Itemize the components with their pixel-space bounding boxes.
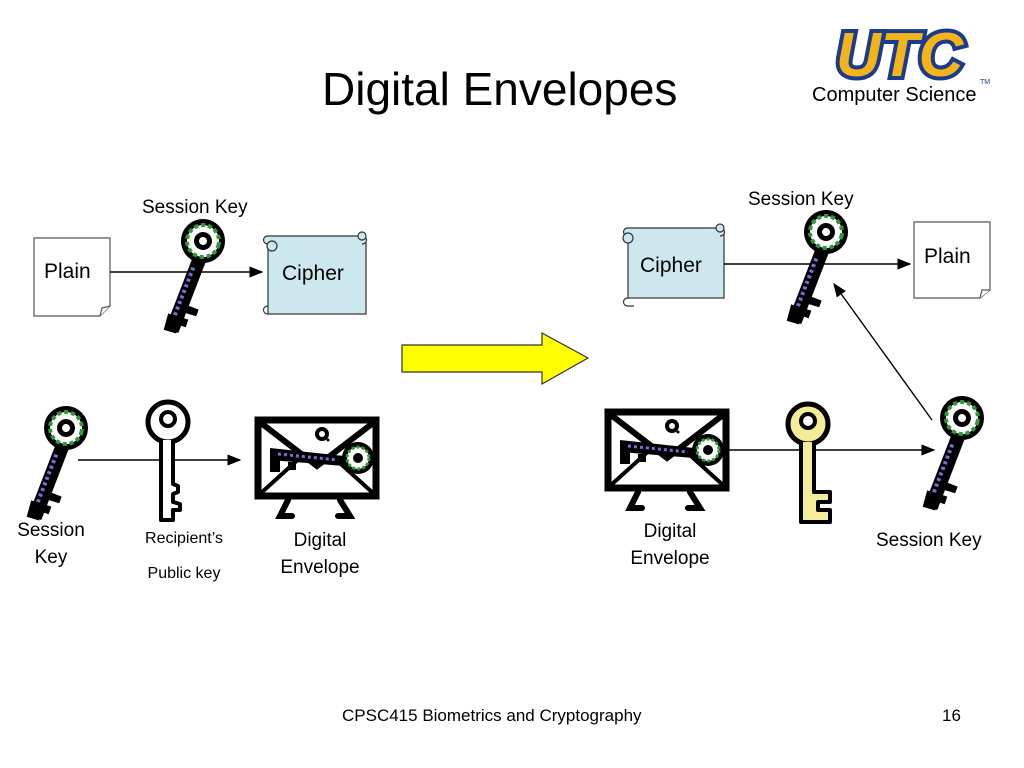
right-envelope-label-line2: Envelope (630, 548, 710, 569)
left-cipher-scroll (262, 231, 368, 315)
right-recover-arrow (833, 282, 933, 421)
logo-subtitle: Computer Science (812, 84, 977, 106)
left-session-key-label-line2: Key (34, 547, 68, 568)
slide-title: Digital Envelopes (322, 63, 678, 115)
right-plain-document (913, 221, 991, 299)
right-cipher-scroll (622, 223, 726, 307)
right-cipher-label: Cipher (640, 254, 702, 277)
right-top-session-key-label: Session Key (748, 189, 854, 210)
public-key-label-line2: Public key (147, 565, 221, 582)
footer-course: CPSC415 Biometrics and Cryptography (342, 706, 642, 725)
left-top-session-key-label: Session Key (142, 197, 248, 218)
process-arrow (401, 331, 590, 386)
left-cipher-label: Cipher (282, 262, 344, 285)
left-top-session-key-icon (159, 212, 232, 342)
public-key-label-line1: Recipient’s (145, 530, 223, 547)
right-envelope-label-line1: Digital (643, 521, 697, 542)
right-bottom-session-key-label: Session Key (876, 530, 982, 551)
left-envelope-label-line1: Digital (293, 530, 347, 551)
utc-logo-outline: UTC (836, 21, 965, 90)
right-top-session-key-icon (782, 203, 855, 333)
right-digital-envelope-icon (608, 412, 726, 508)
utc-logo: UTC UTC TM (832, 17, 990, 94)
left-session-key-label-line1: Session (17, 520, 85, 541)
left-digital-envelope-icon (258, 420, 376, 516)
recipient-public-key-icon (148, 402, 188, 520)
svg-text:TM: TM (980, 79, 990, 86)
left-plain-document (33, 237, 111, 317)
right-plain-label: Plain (924, 245, 971, 268)
recipient-private-key-icon (788, 404, 830, 522)
left-envelope-label-line2: Envelope (280, 557, 360, 578)
footer-page-number: 16 (942, 706, 961, 725)
right-bottom-session-key-icon (918, 389, 991, 519)
left-plain-label: Plain (44, 260, 91, 283)
left-bottom-session-key-icon (22, 399, 95, 529)
utc-logo-letters: UTC (836, 21, 965, 90)
